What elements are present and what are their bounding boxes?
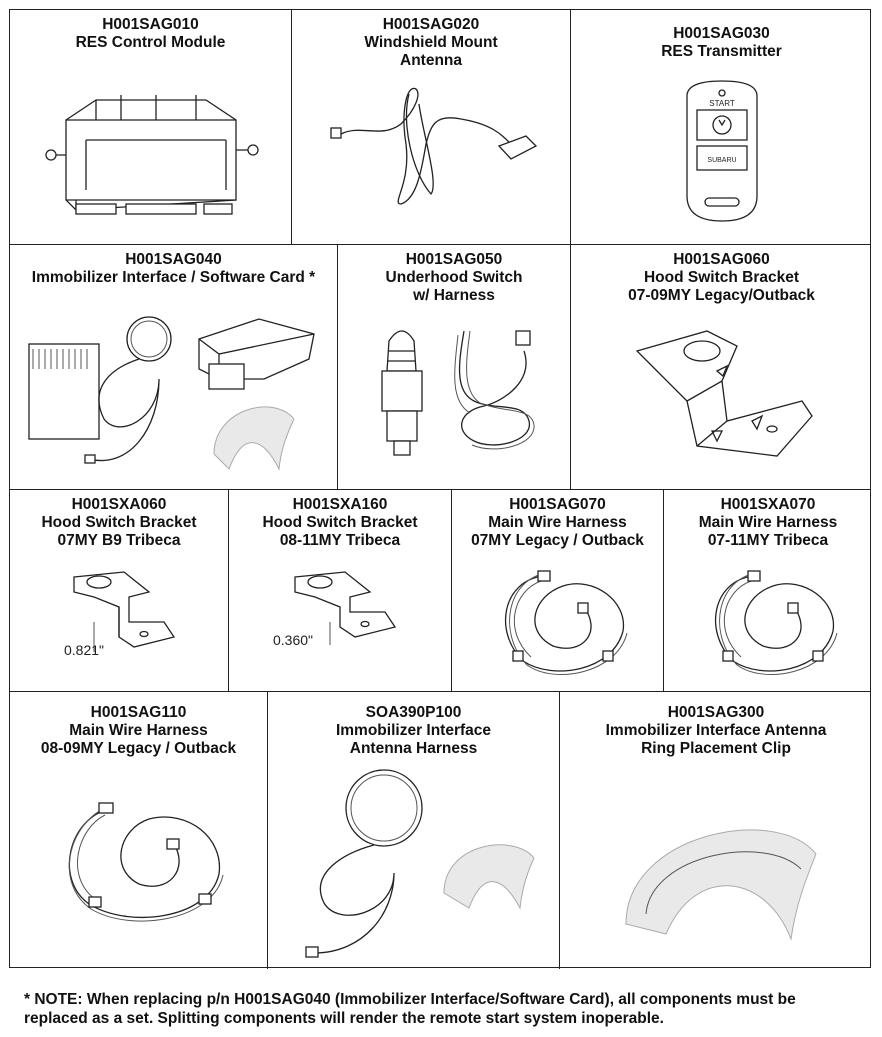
part-name: Hood Switch Bracket	[41, 514, 197, 531]
part-cell-soa390p100: SOA390P100 Immobilizer Interface Antenna…	[268, 692, 560, 969]
part-cell-h001sag040: H001SAG040 Immobilizer Interface / Softw…	[10, 245, 338, 489]
transmitter-icon: START SUBARU	[571, 76, 872, 226]
part-number: H001SAG060	[673, 251, 770, 268]
wire-harness-icon	[452, 561, 663, 681]
antenna-ring-icon	[268, 763, 559, 963]
immobilizer-kit-icon	[10, 309, 337, 479]
bracket-icon: 0.821"	[10, 567, 228, 677]
part-name: Immobilizer Interface / Software Card *	[31, 269, 316, 286]
part-name: Hood Switch Bracket	[643, 269, 800, 286]
note-prefix: * NOTE:	[24, 991, 83, 1008]
part-name: 08-09MY Legacy / Outback	[40, 740, 237, 757]
bracket-icon	[571, 321, 872, 471]
part-number: H001SXA060	[71, 496, 167, 513]
part-number: H001SAG110	[90, 704, 187, 721]
part-cell-h001sag020: H001SAG020 Windshield Mount Antenna	[292, 10, 571, 244]
part-cell-h001sag030: H001SAG030 RES Transmitter START SUBARU	[571, 10, 872, 244]
part-number: H001SAG010	[102, 16, 199, 33]
part-name: Main Wire Harness	[698, 514, 838, 531]
part-name: 07-09MY Legacy/Outback	[628, 287, 815, 304]
part-cell-h001sxa070: H001SXA070 Main Wire Harness 07-11MY Tri…	[664, 490, 872, 691]
part-number: H001SAG020	[382, 16, 480, 33]
part-number: H001SAG300	[667, 704, 765, 721]
start-label: START	[709, 99, 735, 108]
part-cell-h001sxa060: H001SXA060 Hood Switch Bracket 07MY B9 T…	[10, 490, 229, 691]
wire-harness-icon	[664, 561, 872, 681]
part-name: Antenna	[400, 52, 462, 69]
part-name: Main Wire Harness	[69, 722, 208, 739]
part-name: 07-11MY Tribeca	[707, 532, 829, 549]
brand-label: SUBARU	[707, 157, 736, 164]
part-name: Immobilizer Interface	[335, 722, 492, 739]
placement-clip-icon	[560, 794, 872, 944]
part-name: 07MY Legacy / Outback	[471, 532, 644, 549]
part-name: 07MY B9 Tribeca	[57, 532, 181, 549]
part-cell-h001sag050: H001SAG050 Underhood Switch w/ Harness	[338, 245, 571, 489]
part-name: Windshield Mount	[364, 34, 498, 51]
part-cell-h001sxa160: H001SXA160 Hood Switch Bracket 08-11MY T…	[229, 490, 452, 691]
parts-row-2: H001SAG040 Immobilizer Interface / Softw…	[10, 245, 870, 490]
part-name: RES Control Module	[75, 34, 226, 51]
antenna-icon	[292, 84, 570, 224]
part-number: H001SAG040	[125, 251, 222, 268]
parts-grid: H001SAG010 RES Control Module	[9, 9, 871, 969]
part-name: Ring Placement Clip	[641, 740, 791, 757]
part-cell-h001sag060: H001SAG060 Hood Switch Bracket 07-09MY L…	[571, 245, 872, 489]
part-cell-h001sag300: H001SAG300 Immobilizer Interface Antenna…	[560, 692, 872, 969]
part-name: Underhood Switch	[385, 269, 523, 286]
parts-row-1: H001SAG010 RES Control Module	[10, 10, 870, 245]
part-number: H001SAG050	[405, 251, 503, 268]
dimension-label: 0.821"	[64, 642, 104, 658]
replacement-note: * NOTE: When replacing p/n H001SAG040 (I…	[24, 990, 860, 1028]
dimension-label: 0.360"	[273, 632, 313, 648]
wire-harness-icon	[10, 789, 267, 929]
part-name: RES Transmitter	[661, 43, 782, 60]
part-number: H001SAG030	[673, 25, 770, 42]
part-cell-h001sag070: H001SAG070 Main Wire Harness 07MY Legacy…	[452, 490, 664, 691]
part-number: H001SXA070	[720, 496, 816, 513]
part-name: Antenna Harness	[349, 740, 478, 757]
note-text: When replacing p/n H001SAG040 (Immobiliz…	[24, 991, 796, 1027]
control-module-icon	[10, 80, 291, 230]
part-name: Main Wire Harness	[488, 514, 627, 531]
part-name: 08-11MY Tribeca	[279, 532, 401, 549]
part-name: w/ Harness	[413, 287, 495, 304]
part-cell-h001sag110: H001SAG110 Main Wire Harness 08-09MY Leg…	[10, 692, 268, 969]
part-name: Hood Switch Bracket	[262, 514, 418, 531]
parts-row-3: H001SXA060 Hood Switch Bracket 07MY B9 T…	[10, 490, 870, 692]
part-number: H001SXA160	[292, 496, 388, 513]
bracket-icon: 0.360"	[229, 567, 451, 677]
part-name: Immobilizer Interface Antenna	[605, 722, 827, 739]
part-cell-h001sag010: H001SAG010 RES Control Module	[10, 10, 292, 244]
part-number: H001SAG070	[509, 496, 606, 513]
underhood-switch-icon	[338, 321, 570, 471]
parts-row-4: H001SAG110 Main Wire Harness 08-09MY Leg…	[10, 692, 870, 969]
part-number: SOA390P100	[365, 704, 462, 721]
